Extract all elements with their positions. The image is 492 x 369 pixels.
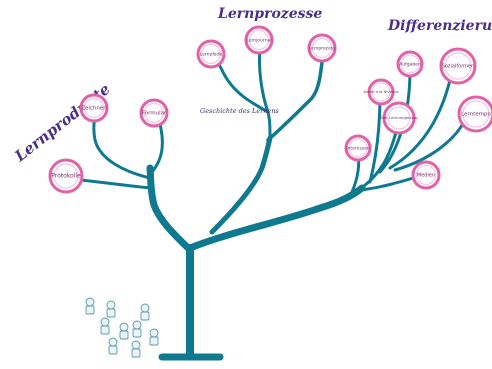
learner-figure-icon bbox=[140, 303, 150, 321]
learner-figure-icon bbox=[106, 300, 116, 318]
branch-formulare bbox=[150, 122, 164, 174]
learner-figure-icon bbox=[132, 320, 142, 338]
leaf-protokolle[interactable]: Protokolle bbox=[48, 158, 84, 194]
leaf-zeit-lernumgebung[interactable]: Zeit Lernumgebung bbox=[380, 101, 418, 135]
branch-lerntempo bbox=[393, 118, 467, 172]
leaf-inner-ring bbox=[415, 164, 437, 186]
leaf-label: Lernjournal bbox=[246, 38, 271, 44]
leaf-label: Arbeit mit Niveaus bbox=[363, 89, 398, 94]
leaf-inner-ring bbox=[53, 163, 79, 189]
branch-mid bbox=[209, 135, 273, 235]
heading-lernprozesse: Lernprozesse bbox=[217, 6, 322, 22]
leaf-inner-ring bbox=[200, 43, 222, 65]
leaf-inner-ring bbox=[248, 29, 270, 51]
leaf-interessen[interactable]: Interessen bbox=[344, 134, 372, 162]
leaf-label: Sozialformen bbox=[442, 64, 475, 70]
branch-zeichnungen bbox=[92, 113, 152, 180]
learner-figure-icon bbox=[131, 340, 141, 358]
branch-left-main bbox=[146, 164, 194, 254]
leaf-inner-ring bbox=[83, 97, 105, 119]
heading-lernprodukte: Lernprodukte bbox=[11, 80, 114, 166]
leaf-aufgaben[interactable]: Aufgaben bbox=[396, 50, 424, 78]
leaf-lerntempo[interactable]: Lerntempo bbox=[457, 95, 492, 133]
leaf-label: Medien bbox=[417, 173, 435, 179]
leaf-label: Lerntempo bbox=[461, 112, 491, 118]
learner-figure-icon bbox=[100, 317, 110, 335]
learner-figure-icon bbox=[119, 322, 129, 340]
leaf-label: Zeit Lernumgebung bbox=[380, 115, 418, 120]
learner-figure-icon bbox=[108, 337, 118, 355]
branch-protokolle bbox=[78, 178, 152, 190]
branch-right-main bbox=[186, 184, 366, 252]
leaf-inner-ring bbox=[371, 82, 391, 102]
leaf-label: Interessen bbox=[346, 146, 370, 152]
tree bbox=[78, 46, 467, 361]
learner-figure-icon bbox=[149, 328, 159, 346]
leaf-inner-ring bbox=[387, 106, 411, 130]
leaf-sozialformen[interactable]: Sozialformen bbox=[439, 47, 477, 85]
leaf-inner-ring bbox=[311, 37, 333, 59]
leaf-zeichnungen[interactable]: Zeichnen bbox=[79, 93, 109, 123]
leaf-arbeit-mit-niveaus[interactable]: Arbeit mit Niveaus bbox=[363, 78, 399, 106]
leaf-lernprozess[interactable]: Lernprozess bbox=[307, 33, 337, 63]
leaf-inner-ring bbox=[444, 52, 472, 80]
leaf-lernpfade[interactable]: Lernpfade bbox=[196, 39, 226, 69]
leaf-label: Zeichnen bbox=[81, 106, 107, 112]
leaf-inner-ring bbox=[348, 138, 368, 158]
leaf-label: Aufgaben bbox=[399, 62, 421, 68]
heading-differenzierung: Differenzierung bbox=[387, 18, 492, 34]
leaf-inner-ring bbox=[143, 102, 165, 124]
learner-figure-icon bbox=[85, 297, 95, 315]
leaf-lernjournal[interactable]: Lernjournal bbox=[244, 25, 274, 55]
leaf-label: Lernprozess bbox=[309, 46, 337, 52]
caption-geschichte: Geschichte des Lernens bbox=[200, 107, 280, 115]
leaf-inner-ring bbox=[462, 100, 490, 128]
branch-sozialformen bbox=[388, 78, 452, 170]
branch-lernjournal bbox=[258, 46, 270, 114]
branch-lernprozess-main bbox=[266, 60, 324, 142]
leaf-label: Formular bbox=[142, 111, 167, 117]
leaf-inner-ring bbox=[400, 54, 420, 74]
leaf-medien[interactable]: Medien bbox=[411, 160, 441, 190]
branch-top-join bbox=[266, 110, 272, 140]
learner-figures bbox=[85, 297, 159, 358]
leaf-formulare[interactable]: Formular bbox=[139, 98, 169, 128]
leaf-label: Lernpfade bbox=[200, 52, 223, 58]
leaf-label: Protokolle bbox=[51, 173, 81, 180]
